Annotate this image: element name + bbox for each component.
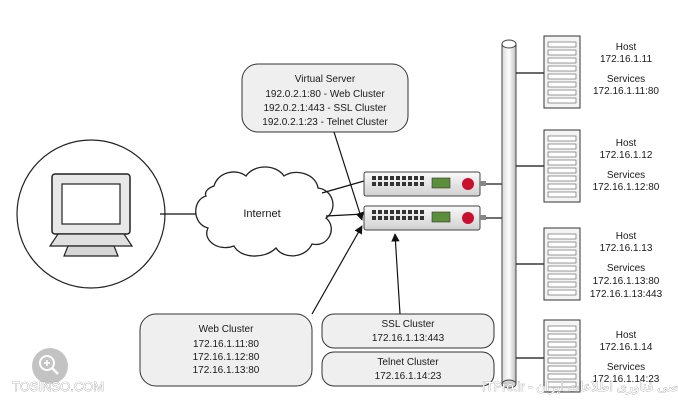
server-tower-icon (516, 129, 581, 203)
host-ip: 172.16.1.13 (600, 243, 653, 254)
network-bus-pipe (501, 39, 517, 389)
services-label: Services (607, 362, 645, 373)
host-info: Host 172.16.1.11 Services 172.16.1.11:80 (593, 42, 659, 97)
virtual-server-title: Virtual Server (295, 74, 356, 85)
host-label: Host (616, 231, 637, 242)
virtual-server-line: 192.0.2.1:23 - Telnet Cluster (262, 117, 388, 128)
web-cluster-member: 172.16.1.13:80 (193, 365, 260, 376)
internet-to-lb2-line (325, 213, 365, 217)
host-label: Host (616, 42, 637, 53)
ssl-cluster-member: 172.16.1.13:443 (372, 333, 445, 344)
watermark-right: انجمن تخصصی فناوری اطلاعات ایران - ITPro… (482, 379, 678, 395)
ssl-cluster-title: SSL Cluster (382, 319, 436, 330)
service-entry: 172.16.1.13:443 (590, 289, 663, 300)
zoom-in-icon[interactable] (32, 348, 68, 384)
services-label: Services (607, 74, 645, 85)
web-cluster-arrow (311, 225, 363, 315)
internet-cloud-icon (195, 166, 334, 257)
ssl-cluster-arrow (391, 233, 401, 315)
telnet-cluster-member: 172.16.1.14:23 (375, 371, 442, 382)
watermark-left: TOSINSO.COM (12, 379, 104, 394)
server-tower-icon (516, 319, 581, 393)
web-cluster-member: 172.16.1.11:80 (193, 339, 259, 350)
ssl-cluster-box: SSL Cluster 172.16.1.13:443 (321, 313, 495, 349)
computer-monitor-icon (16, 139, 166, 289)
host-label: Host (616, 138, 637, 149)
web-cluster-box: Web Cluster 172.16.1.11:80 172.16.1.12:8… (139, 313, 313, 387)
host-info: Host 172.16.1.12 Services 172.16.1.12:80 (593, 138, 660, 193)
telnet-cluster-title: Telnet Cluster (377, 357, 439, 368)
load-balancer-icon (363, 205, 486, 231)
virtual-server-line: 192.0.2.1:443 - SSL Cluster (263, 103, 387, 114)
host-ip: 172.16.1.14 (600, 342, 653, 353)
service-entry: 172.16.1.11:80 (593, 86, 659, 97)
server-tower-icon (516, 35, 581, 109)
service-entry: 172.16.1.13:80 (593, 276, 660, 287)
services-label: Services (607, 263, 645, 274)
host-label: Host (616, 330, 637, 341)
service-entry: 172.16.1.12:80 (593, 182, 660, 193)
host-info: Host 172.16.1.14 Services 172.16.1.14:23 (593, 330, 660, 385)
web-cluster-title: Web Cluster (199, 324, 255, 335)
host-ip: 172.16.1.11 (600, 54, 653, 65)
web-cluster-member: 172.16.1.12:80 (193, 352, 260, 363)
services-label: Services (607, 170, 645, 181)
internet-to-lb1-line (321, 180, 365, 194)
telnet-cluster-box: Telnet Cluster 172.16.1.14:23 (321, 351, 495, 387)
server-tower-icon (516, 227, 581, 301)
internet-label: Internet (243, 208, 280, 220)
host-ip: 172.16.1.12 (600, 150, 653, 161)
virtual-server-line: 192.0.2.1:80 - Web Cluster (265, 89, 385, 100)
host-info: Host 172.16.1.13 Services 172.16.1.13:80… (590, 231, 663, 300)
virtual-server-box: Virtual Server 192.0.2.1:80 - Web Cluste… (241, 63, 409, 133)
service-entry: 172.16.1.14:23 (593, 374, 660, 385)
virtual-server-arrow (333, 131, 364, 221)
load-balancer-icon (363, 171, 486, 197)
